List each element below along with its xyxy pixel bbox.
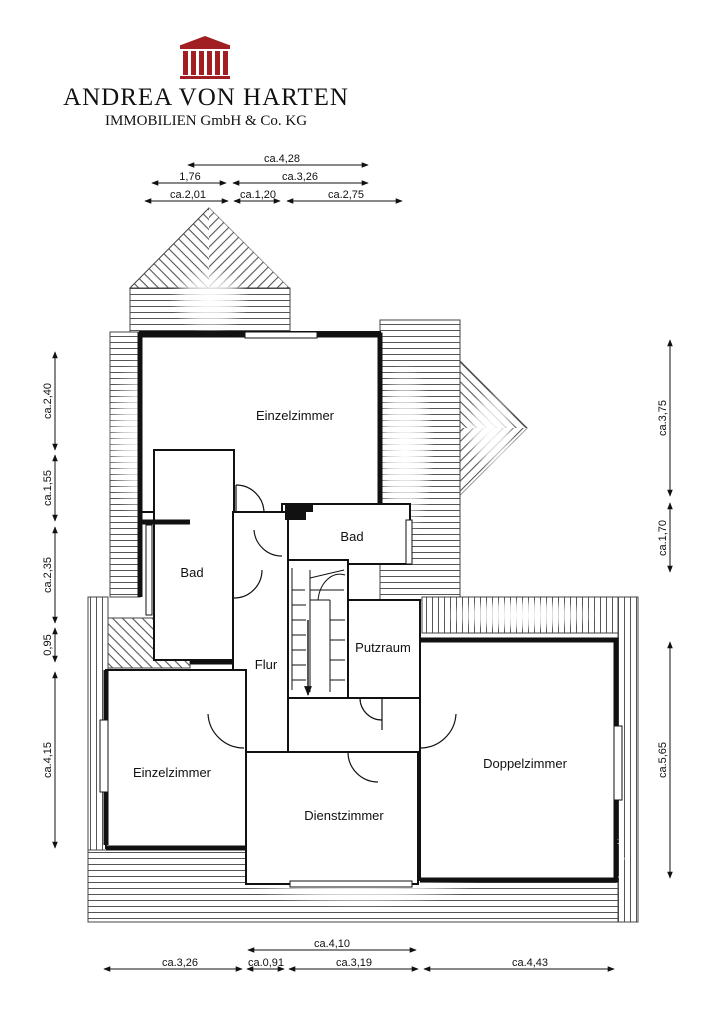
dim-right-1: ca.3,75 — [657, 400, 669, 436]
dim-bottom-4: ca.3,19 — [336, 957, 372, 969]
dimension-lines — [52, 162, 673, 972]
dim-top-6: ca.2,75 — [328, 189, 364, 201]
room-labels: Einzelzimmer Bad Bad Flur Putzraum Einze… — [133, 408, 568, 823]
room-dienstzimmer — [245, 751, 419, 885]
stairs — [291, 568, 346, 696]
dim-bottom-3: ca.0,91 — [248, 957, 284, 969]
dim-bottom-1: ca.4,10 — [314, 938, 350, 950]
dim-left-1: ca.2,40 — [42, 383, 54, 419]
dim-top-4: ca.2,01 — [170, 189, 206, 201]
label-flur: Flur — [255, 657, 278, 672]
label-doppelzimmer: Doppelzimmer — [483, 756, 567, 771]
room-doppelzimmer — [419, 639, 617, 881]
dim-left-3: ca.2,35 — [42, 557, 54, 593]
staircase — [287, 559, 349, 699]
dim-top-1: ca.4,28 — [264, 153, 300, 165]
windows — [99, 331, 623, 888]
label-putzraum: Putzraum — [355, 640, 411, 655]
dim-bottom-5: ca.4,43 — [512, 957, 548, 969]
dim-left-4: 0,95 — [42, 634, 54, 655]
label-dienstzimmer: Dienstzimmer — [304, 808, 384, 823]
label-bad-right: Bad — [340, 529, 363, 544]
dim-right-2: ca.1,70 — [657, 520, 669, 556]
label-bad-left: Bad — [180, 565, 203, 580]
dim-right-3: ca.5,65 — [657, 742, 669, 778]
roof-hatching — [87, 207, 639, 923]
doors — [207, 484, 457, 783]
label-einzelzimmer-bottom: Einzelzimmer — [133, 765, 212, 780]
room-bad-left — [153, 449, 235, 661]
brand-name: ANDREA VON HARTEN — [63, 84, 349, 111]
logo-header: ANDREA VON HARTEN IMMOBILIEN GmbH & Co. … — [0, 0, 720, 140]
credit-watermark: Immogrundriss — [618, 831, 625, 878]
brand-subtitle: IMMOBILIEN GmbH & Co. KG — [104, 113, 308, 129]
chimney — [285, 504, 313, 520]
dim-bottom-2: ca.3,26 — [162, 957, 198, 969]
label-einzelzimmer-top: Einzelzimmer — [256, 408, 335, 423]
dim-left-5: ca.4,15 — [42, 742, 54, 778]
dim-top-2: 1,76 — [179, 171, 200, 183]
dimension-labels: ca.4,28 1,76 ca.3,26 ca.2,01 ca.1,20 ca.… — [42, 153, 669, 969]
dim-top-3: ca.3,26 — [282, 171, 318, 183]
dim-left-2: ca.1,55 — [42, 470, 54, 506]
dim-top-5: ca.1,20 — [240, 189, 276, 201]
room-einzelzimmer-bottom — [105, 669, 247, 849]
building-logo-icon — [180, 36, 230, 79]
walls — [105, 331, 617, 885]
